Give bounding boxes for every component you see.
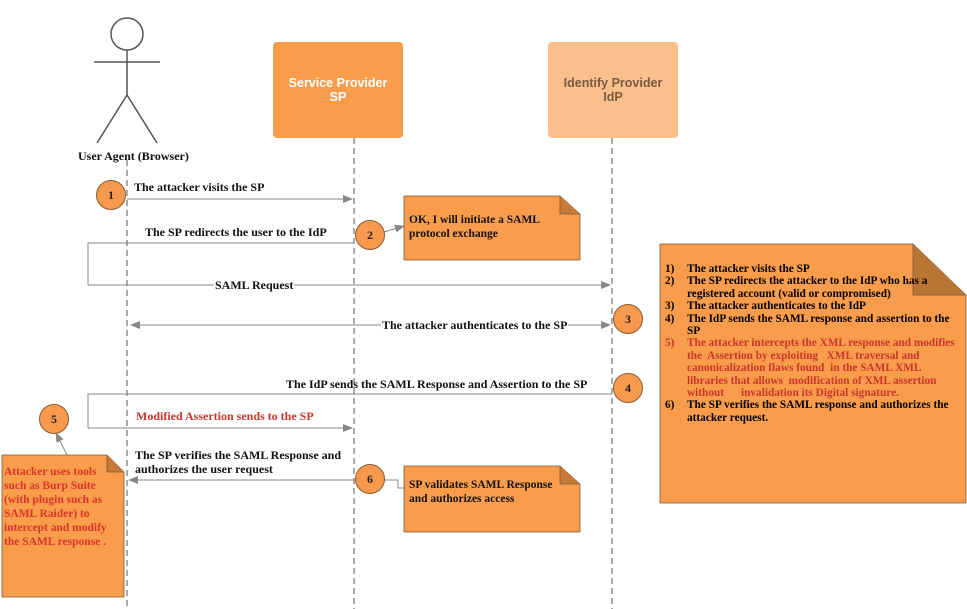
summary-step-text: The attacker intercepts the XML response… bbox=[687, 337, 958, 400]
note-saml-init-shape bbox=[403, 195, 581, 261]
user-agent-figure-icon bbox=[94, 17, 160, 144]
summary-step: 3) The attacker authenticates to the IdP bbox=[665, 300, 963, 312]
summary-step-number: 2) bbox=[665, 275, 675, 288]
message-label-7-line2: authorizes the user request bbox=[135, 462, 273, 476]
step-badge-2: 2 bbox=[355, 220, 385, 250]
user-agent-label: User Agent (Browser) bbox=[78, 149, 189, 163]
summary-step-text: The attacker visits the SP bbox=[687, 263, 810, 275]
note-attacker-tools-shape bbox=[1, 454, 125, 598]
summary-step-text: The IdP sends the SAML response and asse… bbox=[687, 312, 953, 338]
summary-step-number: 6) bbox=[665, 399, 675, 412]
summary-step: 6) The SP verifies the SAML response and … bbox=[665, 399, 963, 424]
summary-step: 5) The attacker intercepts the XML respon… bbox=[665, 337, 963, 399]
step-badge-5: 5 bbox=[39, 404, 69, 434]
note-summary-shape bbox=[659, 243, 967, 504]
summary-step: 2) The SP redirects the attacker to the I… bbox=[665, 275, 963, 300]
message-label-3: SAML Request bbox=[214, 278, 295, 292]
step-badge-3: 3 bbox=[613, 304, 643, 334]
step-badge-6: 6 bbox=[355, 464, 385, 494]
note-saml-init-text: OK, I will initiate a SAML protocol exch… bbox=[409, 214, 540, 240]
summary-step: 4) The IdP sends the SAML response and as… bbox=[665, 313, 963, 338]
summary-step-text: The attacker authenticates to the IdP bbox=[687, 300, 866, 313]
summary-step-number: 5) bbox=[665, 337, 675, 350]
summary-step-number: 3) bbox=[665, 300, 675, 313]
message-label-5: The IdP sends the SAML Response and Asse… bbox=[286, 377, 588, 391]
message-arrow-5 bbox=[87, 393, 612, 428]
idp-title-line1: Identify Provider bbox=[563, 76, 663, 90]
summary-step-text: The SP redirects the attacker to the IdP… bbox=[687, 275, 931, 300]
summary-step-number: 1) bbox=[665, 263, 675, 275]
step-badge-4: 4 bbox=[613, 373, 643, 403]
note-sp-validates-text: SP validates SAML Response and authorize… bbox=[409, 479, 553, 505]
summary-step-text: The SP verifies the SAML response and au… bbox=[687, 399, 952, 424]
idp-title-line2: IdP bbox=[603, 90, 623, 104]
message-label-1: The attacker visits the SP bbox=[134, 180, 265, 194]
message-label-6: Modified Assertion sends to the SP bbox=[136, 409, 314, 423]
summary-steps-list: 1) The attacker visits the SP 2) The SP red… bbox=[665, 263, 963, 424]
note-connector-5 bbox=[55, 432, 68, 456]
message-label-7: The SP verifies the SAML Response and au… bbox=[135, 448, 341, 476]
sp-title-line2: SP bbox=[329, 90, 347, 104]
message-label-7-line1: The SP verifies the SAML Response and bbox=[135, 448, 342, 462]
note-attacker-tools-text: Attacker uses tools such as Burp Suite (… bbox=[4, 466, 107, 548]
message-label-4: The attacker authenticates to the SP bbox=[381, 318, 569, 332]
summary-step-number: 4) bbox=[665, 312, 675, 325]
note-connector-2 bbox=[383, 224, 405, 233]
note-sp-validates-shape bbox=[403, 465, 581, 533]
note-connector-6 bbox=[384, 479, 404, 489]
summary-note: 1) The attacker visits the SP 2) The SP red… bbox=[665, 263, 963, 424]
step-badge-1: 1 bbox=[96, 180, 126, 210]
message-arrow-2 bbox=[87, 242, 354, 285]
summary-step: 1) The attacker visits the SP bbox=[665, 263, 963, 275]
message-label-2: The SP redirects the user to the IdP bbox=[145, 225, 327, 239]
sp-title-line1: Service Provider bbox=[288, 76, 388, 90]
